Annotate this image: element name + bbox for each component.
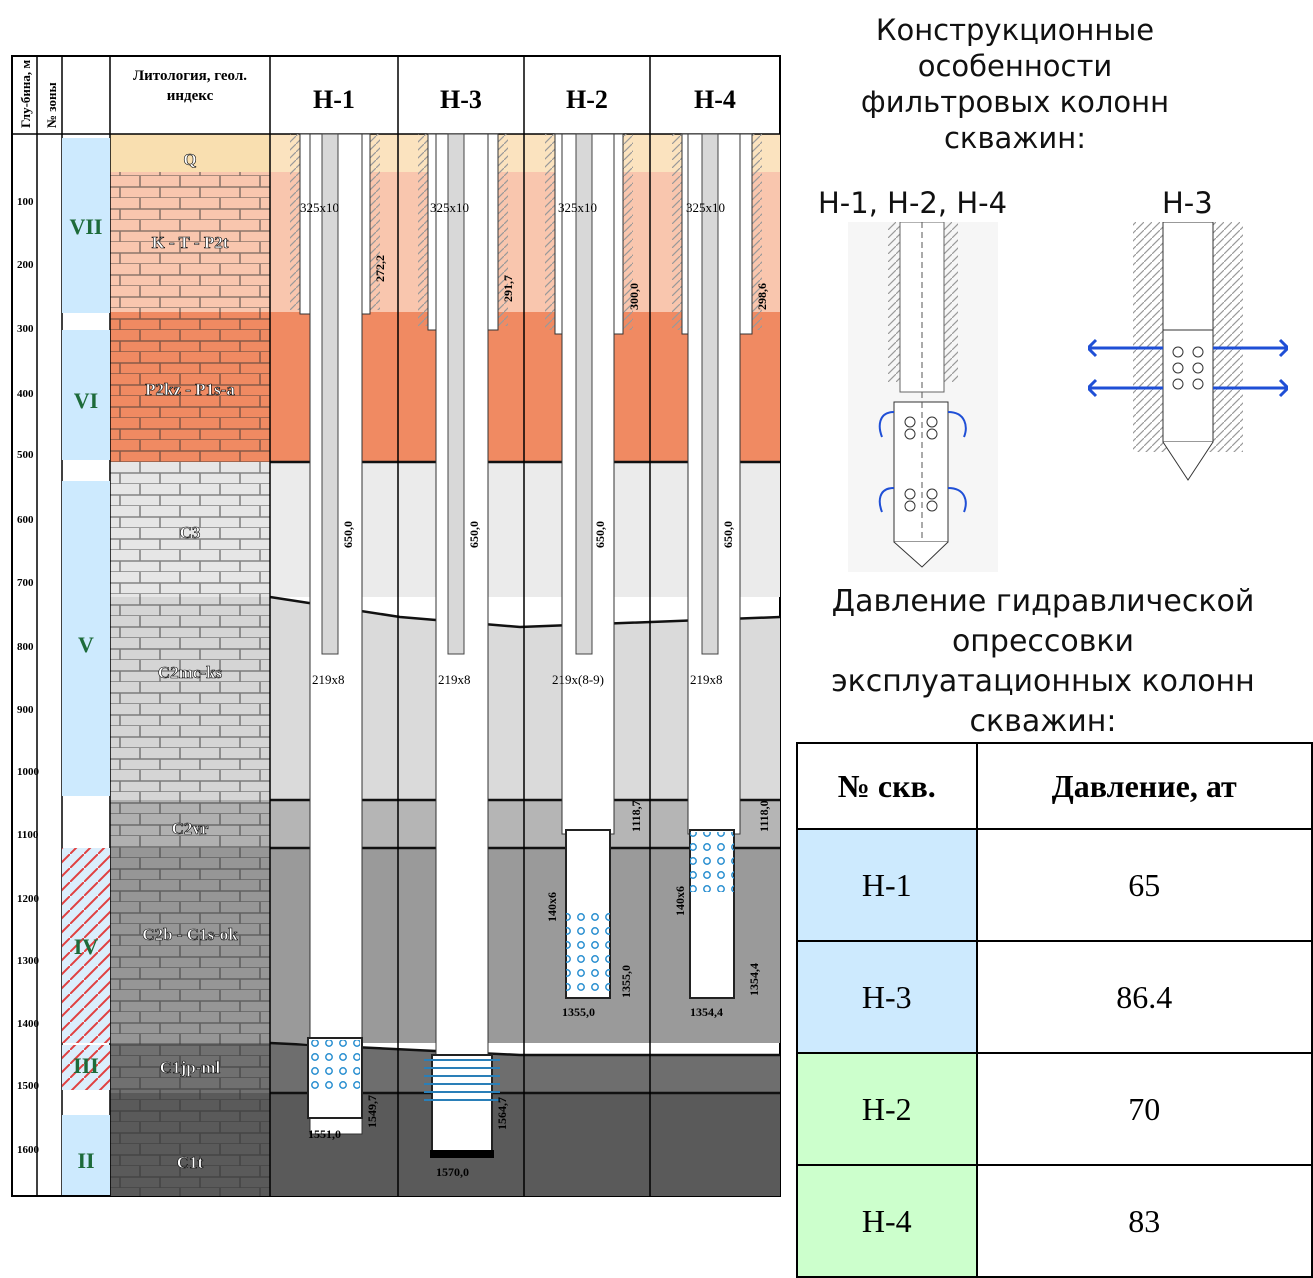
depth-tick: 1000: [17, 766, 40, 778]
well-cell: Н-4: [796, 1164, 978, 1278]
casing-prod-label: 219x8: [312, 672, 345, 687]
stratum-label: C1jp-ml: [160, 1058, 221, 1077]
middle-depth: 650,0: [721, 521, 735, 548]
depth-tick: 100: [17, 196, 34, 208]
well-cell: Н-1: [796, 828, 978, 942]
outer-depth: 272,2: [373, 255, 387, 282]
header-well-h2: Н-2: [566, 85, 608, 114]
zone-label: V: [78, 632, 94, 657]
total-depth: 1355,0: [562, 1005, 595, 1019]
header-lithology: Литология, геол. индекс: [132, 68, 248, 104]
stratum-label: P2kz - P1s-a: [145, 380, 235, 399]
stratum-label: K - T - P2t: [152, 233, 229, 252]
zone-label: VI: [74, 388, 98, 413]
zone-label: III: [73, 1053, 99, 1078]
casing-prod-label: 219x8: [438, 672, 471, 687]
zone-label: IV: [74, 934, 99, 959]
depth-tick: 800: [17, 641, 34, 653]
middle-depth: 650,0: [341, 521, 355, 548]
depth-tick: 1400: [17, 1018, 40, 1030]
well-cell: Н-3: [796, 940, 978, 1054]
depth-tick: 600: [17, 514, 34, 526]
depth-tick: 1600: [17, 1144, 40, 1156]
casing-outer-label: 325x10: [686, 200, 725, 215]
total-depth: 1354,4: [690, 1005, 723, 1019]
casing-outer-label: 325x10: [558, 200, 597, 215]
depth-tick: 700: [17, 577, 34, 589]
pressure-cell: 83: [975, 1164, 1313, 1278]
table-row: Н-2 70: [796, 1052, 1313, 1166]
table-row: Н-1 65: [796, 828, 1313, 942]
depth-tick: 1300: [17, 955, 40, 967]
header-zone: № зоны: [44, 82, 59, 128]
depth-tick: 200: [17, 259, 34, 271]
pressure-table: № скв. Давление, ат Н-1 65 Н-3 86.4 Н-2 …: [796, 742, 1313, 1278]
bottom-mark: 1549,7: [365, 1095, 379, 1128]
well-casings: [290, 133, 762, 1158]
design-title: Конструкционные особенности фильтровых к…: [860, 13, 1170, 155]
zone-label: VII: [69, 214, 102, 239]
design-group1-label: Н-1, Н-2, Н-4: [818, 186, 1008, 220]
stratum-label: C2b - C1s-ok: [142, 925, 238, 944]
casing-prod-label: 219x(8-9): [552, 672, 604, 687]
header-well-h1: Н-1: [313, 85, 355, 114]
stratum-label: Q: [183, 150, 196, 169]
filter-column-diagram-h1-h2-h4: [848, 222, 998, 572]
pressure-title: Давление гидравлической опрессовки экспл…: [831, 584, 1255, 739]
header-depth: Глу-бина, м: [18, 60, 33, 128]
zones-column: [62, 138, 110, 1195]
table-row: Н-3 86.4: [796, 940, 1313, 1054]
liner-depth: 1355,0: [619, 965, 633, 998]
total-depth: 1570,0: [436, 1165, 469, 1179]
liner-label: 140x6: [673, 886, 687, 916]
casing-outer-label: 325x10: [430, 200, 469, 215]
col-pressure-header: Давление, ат: [975, 742, 1313, 830]
stratum-label: C2mc-ks: [158, 663, 223, 682]
middle-depth: 650,0: [467, 521, 481, 548]
prod-depth-h2: 1118,7: [629, 800, 643, 832]
outer-depth: 300,0: [627, 283, 641, 310]
header-well-h3: Н-3: [440, 85, 482, 114]
header-well-h4: Н-4: [694, 85, 736, 114]
stratum-label: C3: [180, 523, 201, 542]
col-well-header: № скв.: [796, 742, 978, 830]
middle-depth: 650,0: [593, 521, 607, 548]
filter-column-diagram-h3: [1088, 222, 1288, 481]
stratum-label: C1t: [177, 1153, 204, 1172]
depth-tick: 900: [17, 704, 34, 716]
casing-outer-label: 325x10: [300, 200, 339, 215]
lithology-column: [110, 134, 270, 1196]
pressure-cell: 86.4: [975, 940, 1313, 1054]
bottom-mark: 1564,7: [495, 1097, 509, 1130]
depth-tick: 1100: [17, 829, 39, 841]
total-depth: 1551,0: [308, 1127, 341, 1141]
pressure-cell: 65: [975, 828, 1313, 942]
depth-tick: 1500: [17, 1080, 40, 1092]
design-group2-label: Н-3: [1162, 186, 1213, 220]
geological-section-diagram: Глу-бина, м № зоны Литология, геол. инде…: [11, 55, 781, 1197]
liner-label: 140x6: [545, 892, 559, 922]
depth-tick: 300: [17, 323, 34, 335]
prod-depth-h4: 1118,0: [757, 800, 771, 832]
stratum-label: C2vr: [172, 819, 209, 838]
depth-tick: 1200: [17, 893, 40, 905]
table-row: Н-4 83: [796, 1164, 1313, 1278]
liner-depth: 1354,4: [747, 963, 761, 996]
depth-tick: 400: [17, 388, 34, 400]
zone-label: II: [77, 1148, 94, 1173]
well-cell: Н-2: [796, 1052, 978, 1166]
pressure-cell: 70: [975, 1052, 1313, 1166]
outer-depth: 291,7: [501, 275, 515, 302]
outer-depth: 298,6: [755, 283, 769, 310]
casing-prod-label: 219x8: [690, 672, 723, 687]
depth-tick: 500: [17, 449, 34, 461]
